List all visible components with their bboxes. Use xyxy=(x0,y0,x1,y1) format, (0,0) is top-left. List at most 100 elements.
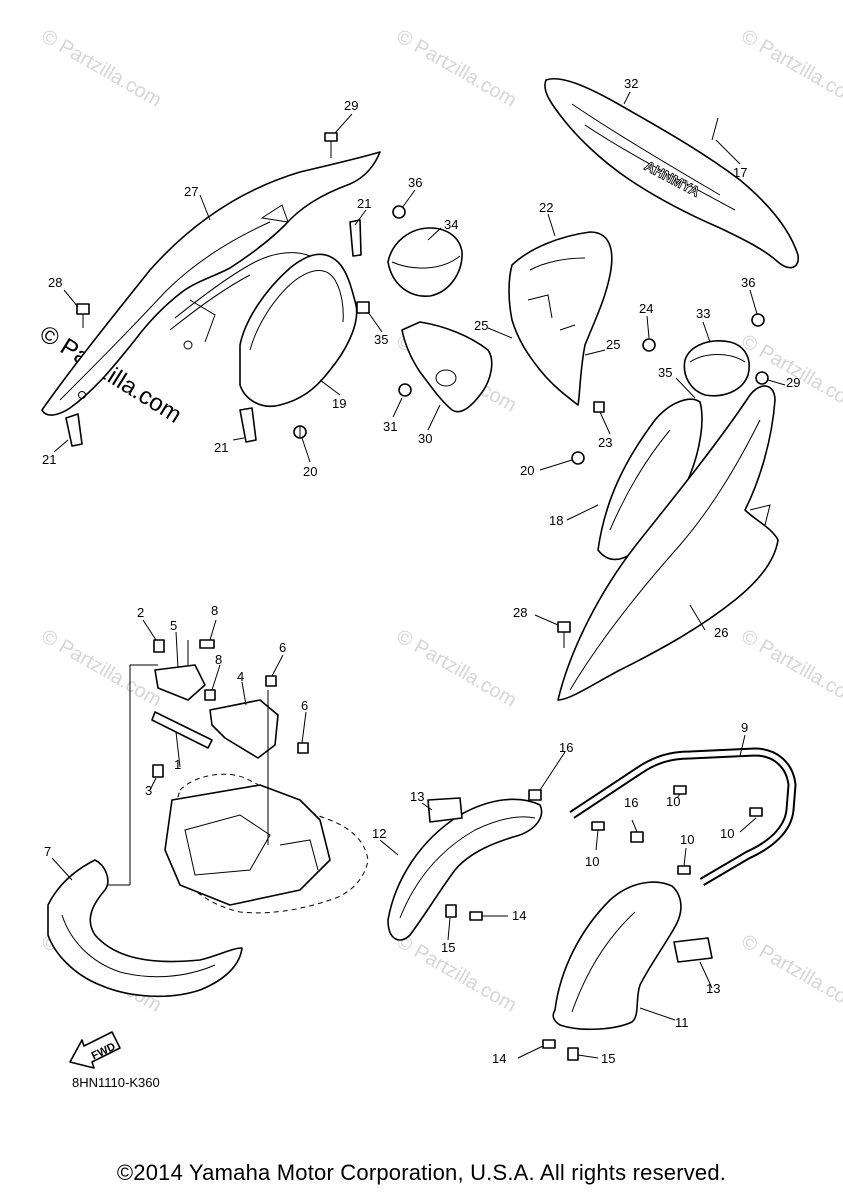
callout-10: 10 xyxy=(720,826,734,841)
callout-33: 33 xyxy=(696,306,710,321)
clip-21 xyxy=(65,219,362,447)
part-32-top-cover: AHNMYA xyxy=(544,77,800,269)
clip-15 xyxy=(567,1047,579,1061)
part-5-bracket xyxy=(154,664,206,701)
callout-14: 14 xyxy=(512,908,526,923)
watermark: © Partzilla.com xyxy=(393,25,521,111)
callout-27: 27 xyxy=(184,184,198,199)
callout-21: 21 xyxy=(214,440,228,455)
part-9-grab-bar-inner xyxy=(570,749,795,885)
callout-7: 7 xyxy=(44,844,51,859)
callout-31: 31 xyxy=(383,419,397,434)
watermark: © Partzilla.com xyxy=(738,625,843,711)
callout-35: 35 xyxy=(658,365,672,380)
callout-11: 11 xyxy=(675,1015,689,1030)
callout-20: 20 xyxy=(520,463,534,478)
watermark: © Partzilla.com xyxy=(738,25,843,111)
part-26-side-cover xyxy=(557,385,779,701)
watermark: © Partzilla.com xyxy=(393,625,521,711)
part-33-lamp-housing xyxy=(683,313,769,397)
callout-2: 2 xyxy=(137,605,144,620)
callout-5: 5 xyxy=(170,618,177,633)
bolt-8 xyxy=(204,689,216,701)
screw-20 xyxy=(293,425,307,439)
nut-35 xyxy=(356,301,370,314)
part-4-bracket xyxy=(209,699,279,759)
callout-34: 34 xyxy=(444,217,458,232)
callout-20: 20 xyxy=(303,464,317,479)
rear-group xyxy=(387,747,797,1061)
bolt-14 xyxy=(542,1039,556,1049)
callout-23: 23 xyxy=(598,435,612,450)
bolt-10 xyxy=(749,807,763,817)
callout-13: 13 xyxy=(410,789,424,804)
callout-9: 9 xyxy=(741,720,748,735)
callout-6: 6 xyxy=(279,640,286,655)
callout-21: 21 xyxy=(357,196,371,211)
part-34-lamp-housing xyxy=(387,205,463,297)
diagram-code: 8HN1110-K360 xyxy=(72,1075,160,1090)
clip-15 xyxy=(445,904,457,918)
callouts: 29 27 36 34 21 28 35 19 31 30 21 20 21 3… xyxy=(42,76,800,1066)
callout-4: 4 xyxy=(237,669,244,684)
callout-22: 22 xyxy=(539,200,553,215)
watermark: © Partzilla.com xyxy=(738,930,843,1016)
callout-10: 10 xyxy=(585,854,599,869)
callout-8: 8 xyxy=(215,652,222,667)
callout-28: 28 xyxy=(48,275,62,290)
bolt-16 xyxy=(630,831,644,843)
callout-24: 24 xyxy=(639,301,653,316)
callout-1: 1 xyxy=(174,757,181,772)
part-11-fender xyxy=(552,881,682,1031)
callout-25: 25 xyxy=(606,337,620,352)
part-12-fender xyxy=(387,798,543,941)
bolt-10 xyxy=(591,821,605,831)
fwd-arrow-icon: FWD xyxy=(69,1031,121,1069)
callout-18: 18 xyxy=(549,513,563,528)
part-22-inner-panel xyxy=(508,231,656,413)
bolt-2 xyxy=(153,639,165,653)
copyright-notice: ©2014 Yamaha Motor Corporation, U.S.A. A… xyxy=(116,1160,727,1185)
bolt-6 xyxy=(297,742,309,754)
left-side-cover-group xyxy=(41,132,381,447)
callout-19: 19 xyxy=(332,396,346,411)
part-13-sticker xyxy=(673,937,713,963)
callout-15: 15 xyxy=(441,940,455,955)
bolt-10 xyxy=(673,785,687,795)
callout-32: 32 xyxy=(624,76,638,91)
callout-12: 12 xyxy=(372,826,386,841)
callout-21: 21 xyxy=(42,452,56,467)
part-9-grab-bar xyxy=(569,747,797,886)
callout-14: 14 xyxy=(492,1051,506,1066)
bolt-10 xyxy=(677,865,691,875)
part-1-rod xyxy=(151,711,213,749)
callout-16: 16 xyxy=(624,795,638,810)
part-19-cover-frame xyxy=(239,253,358,407)
callout-26: 26 xyxy=(714,625,728,640)
part-30-bracket xyxy=(398,321,493,413)
callout-29: 29 xyxy=(344,98,358,113)
watermark: © Partzilla.com xyxy=(38,25,166,111)
bolt-8 xyxy=(199,639,215,649)
part-13-sticker xyxy=(427,797,463,823)
callout-36: 36 xyxy=(408,175,422,190)
callout-15: 15 xyxy=(601,1051,615,1066)
callout-3: 3 xyxy=(145,783,152,798)
leader-lines xyxy=(51,91,786,1059)
bolt-29 xyxy=(324,132,338,158)
callout-10: 10 xyxy=(680,832,694,847)
callout-6: 6 xyxy=(301,698,308,713)
bolt-28 xyxy=(76,303,90,328)
bolt-3 xyxy=(152,764,164,778)
callout-28: 28 xyxy=(513,605,527,620)
callout-8: 8 xyxy=(211,603,218,618)
callout-29: 29 xyxy=(786,375,800,390)
bolt-14 xyxy=(469,911,483,921)
bolt-16 xyxy=(528,789,542,801)
watermark: © Partzilla.com xyxy=(393,930,521,1016)
callout-13: 13 xyxy=(706,981,720,996)
part-27-side-cover xyxy=(41,151,381,416)
callout-35: 35 xyxy=(374,332,388,347)
callout-16: 16 xyxy=(559,740,573,755)
